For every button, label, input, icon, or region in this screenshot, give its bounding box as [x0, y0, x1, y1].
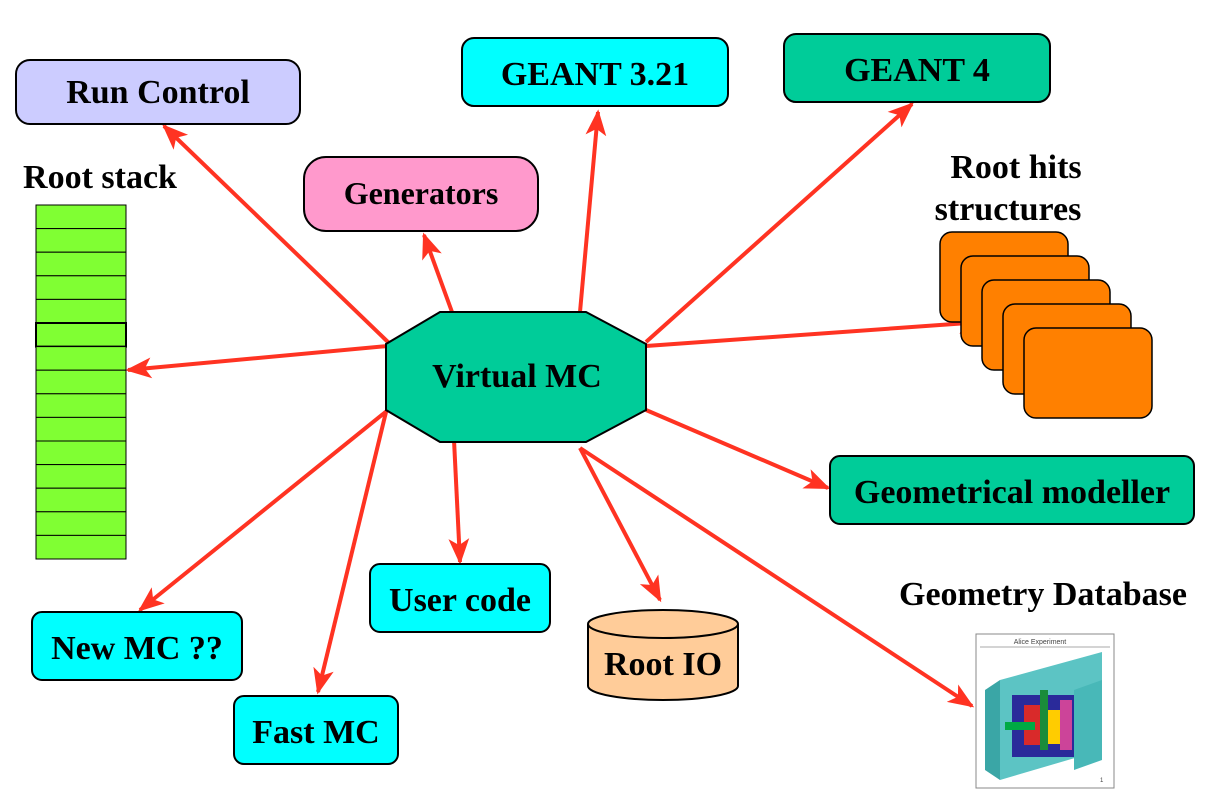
root-io-node: Root IO — [587, 609, 739, 701]
arrow-to-geom-database — [578, 446, 975, 708]
user-code-node: User code — [369, 563, 551, 633]
generators-node: Generators — [303, 156, 539, 232]
arrow-to-geom-modeller — [645, 408, 831, 490]
root-stack-cell — [35, 416, 127, 442]
root-stack-cell — [35, 464, 127, 489]
generators-label: Generators — [344, 175, 499, 211]
root-io-label: Root IO — [604, 646, 722, 683]
root-hits-card — [1023, 327, 1153, 419]
new-mc-label: New MC ?? — [51, 630, 223, 667]
root-hits-label-line1: Root hits — [950, 149, 1081, 186]
root-stack-cell — [35, 346, 127, 371]
geant4-node: GEANT 4 — [783, 33, 1051, 103]
root-stack-cell — [35, 322, 127, 348]
root-stack-cells — [35, 204, 127, 560]
user-code-label: User code — [389, 582, 531, 619]
fast-mc-label: Fast MC — [252, 714, 379, 751]
root-stack-cell — [35, 204, 127, 230]
geom-modeller-label: Geometrical modeller — [854, 474, 1170, 511]
root-stack-cell — [35, 251, 127, 277]
svg-text:1: 1 — [1100, 778, 1104, 784]
geant3-label: GEANT 3.21 — [501, 56, 689, 93]
arrow-to-fast-mc — [313, 411, 388, 695]
run-control-label: Run Control — [66, 74, 250, 111]
arrow-to-geant4 — [644, 102, 914, 344]
root-stack-cell — [35, 487, 127, 513]
root-stack-cell — [35, 298, 127, 324]
arrow-to-new-mc — [137, 408, 390, 612]
geometry-thumbnail: Alice Experiment 1 — [975, 633, 1115, 789]
run-control-node: Run Control — [15, 59, 301, 125]
virtual-mc-node: Virtual MC — [385, 311, 647, 443]
arrow-to-run-control — [162, 124, 392, 346]
root-hits-label-line2: structures — [935, 191, 1082, 228]
arrow-to-root-io — [578, 447, 662, 603]
new-mc-node: New MC ?? — [31, 611, 243, 681]
arrows — [125, 102, 985, 708]
geom-database-node: Geometry Database Alice Experiment 1 — [899, 576, 1187, 789]
geom-modeller-node: Geometrical modeller — [829, 455, 1195, 525]
fast-mc-node: Fast MC — [233, 695, 399, 765]
geant3-node: GEANT 3.21 — [461, 37, 729, 107]
root-stack-cell — [35, 440, 127, 466]
arrow-to-root-stack — [125, 344, 389, 379]
geant4-label: GEANT 4 — [844, 52, 990, 89]
root-hits-node: Root hits structures — [935, 149, 1153, 419]
root-stack-cell — [35, 369, 127, 395]
virtual-mc-label: Virtual MC — [432, 358, 602, 395]
root-stack-cell — [35, 275, 127, 300]
arrow-to-geant3 — [578, 109, 607, 313]
arrow-to-user-code — [448, 439, 470, 565]
root-hits-cards — [939, 231, 1153, 419]
root-stack-cell — [35, 393, 127, 418]
geom-database-label: Geometry Database — [899, 576, 1187, 613]
root-stack-cell — [35, 228, 127, 253]
root-stack-label: Root stack — [23, 159, 177, 196]
arrow-to-root-hits — [645, 313, 985, 348]
root-stack-node: Root stack — [23, 159, 177, 560]
arrow-to-generators — [422, 232, 454, 313]
thumbnail-title: Alice Experiment — [1014, 639, 1067, 646]
root-stack-cell — [35, 534, 127, 560]
root-stack-cell — [35, 511, 127, 536]
